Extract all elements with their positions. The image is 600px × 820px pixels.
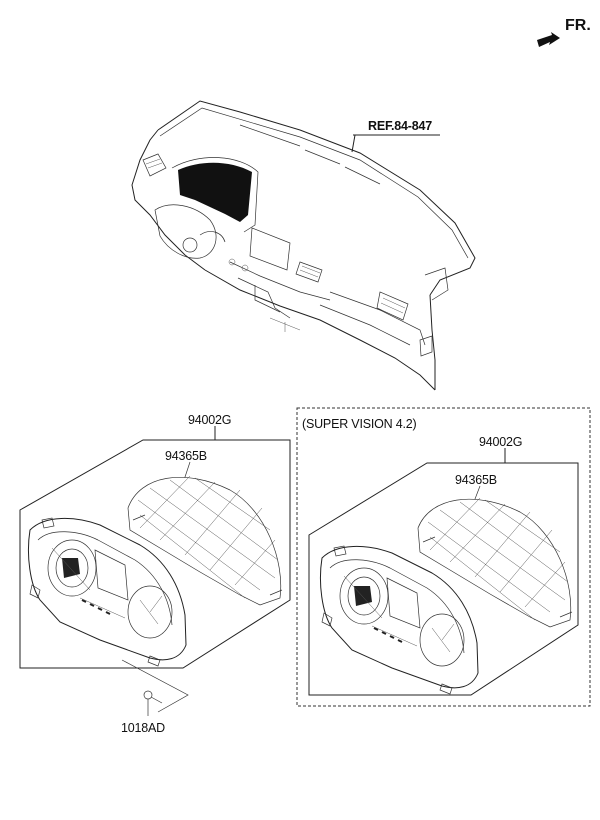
screw-head-icon xyxy=(143,690,153,700)
front-orientation-marker: FR. xyxy=(537,17,591,47)
super-vision-back-cover-part xyxy=(417,497,573,628)
back-cover-part xyxy=(127,475,283,606)
dashboard-illustration xyxy=(131,100,476,391)
fastener-label: 1018AD xyxy=(121,721,165,735)
fastener-part xyxy=(121,659,189,716)
reference-callout: REF.84-847 xyxy=(351,119,440,153)
cluster-front-part xyxy=(27,517,187,667)
super-vision-assembly-group: (SUPER VISION 4.2) 94002G 94365B xyxy=(296,407,591,707)
assembly-part-label: 94002G xyxy=(188,413,231,427)
super-vision-sub-part-label: 94365B xyxy=(455,473,497,487)
super-vision-title: (SUPER VISION 4.2) xyxy=(302,417,417,431)
standard-assembly-group: 94002G 94365B 1018AD xyxy=(19,413,291,735)
super-vision-cluster-front-part xyxy=(319,545,479,695)
arrow-icon xyxy=(537,32,560,47)
fastener-leader xyxy=(121,659,189,713)
assembly-outline xyxy=(19,439,291,669)
reference-leader xyxy=(351,134,356,153)
sub-part-label: 94365B xyxy=(165,449,207,463)
super-vision-dashed-box xyxy=(296,407,591,707)
fr-label: FR. xyxy=(565,17,591,34)
screw-shank-icon xyxy=(150,696,163,704)
reference-label: REF.84-847 xyxy=(368,119,432,133)
super-vision-assembly-outline xyxy=(308,462,579,696)
super-vision-assembly-part-label: 94002G xyxy=(479,435,522,449)
